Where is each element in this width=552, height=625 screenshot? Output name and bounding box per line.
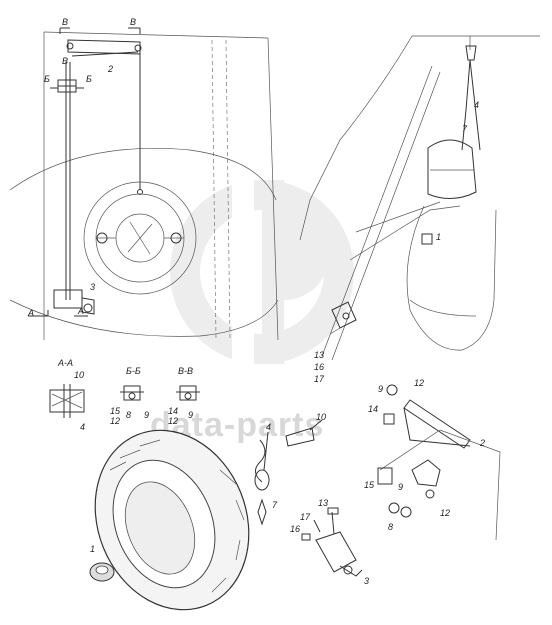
watermark-logo [170,180,354,364]
callout-1-top: 1 [436,232,441,242]
section-vv [176,385,200,401]
callout-15-bb: 15 [110,406,121,416]
callout-10-aa: 10 [74,370,84,380]
section-mark-b-right: Б [86,74,92,84]
callout-9-bb: 9 [144,410,149,420]
wheel-nut-1 [89,562,115,582]
section-bb [120,385,144,401]
rear-view [9,27,279,341]
side-view [299,35,540,361]
callout-4-aa: 4 [80,422,85,432]
callout-14-bracket: 14 [368,404,378,414]
callout-12-bracket-top: 12 [414,378,424,388]
callout-12-vv: 12 [168,416,178,426]
section-mark-a-left: А [27,308,34,318]
callout-4-cable: 4 [266,422,271,432]
callout-17-side: 17 [314,374,325,384]
callout-14-vv: 14 [168,406,178,416]
callout-3-left: 3 [90,282,95,292]
section-mark-b-left: Б [44,74,50,84]
callout-1-nut: 1 [90,544,95,554]
callout-2-bracket: 2 [479,438,485,448]
callout-4-top: 4 [474,100,479,110]
callout-16-lock: 16 [290,524,300,534]
callout-12-bb: 12 [110,416,120,426]
section-mark-v-left: В [62,17,68,27]
callout-9-bracket-bottom: 9 [398,482,403,492]
callout-2-top: 2 [107,64,113,74]
callout-9-bracket-top: 9 [378,384,383,394]
callout-7-hook: 7 [272,500,278,510]
callout-3-lock: 3 [364,576,369,586]
section-title-vv: В-В [178,366,193,376]
bracket-assembly [377,384,501,541]
cable-assembly [254,419,323,526]
callout-9-vv: 9 [188,410,193,420]
section-title-bb: Б-Б [126,366,141,376]
section-mark-a-right: А [77,306,84,316]
callout-17-lock: 17 [300,512,311,522]
section-mark-v-mid: В [62,56,68,66]
section-title-aa: А-А [57,358,73,368]
section-aa [49,384,85,418]
callout-13-lock: 13 [318,498,328,508]
callout-7-top: 7 [462,124,468,134]
callout-13-side: 13 [314,350,324,360]
section-mark-v-right: В [130,17,136,27]
callout-8-bb: 8 [126,410,131,420]
spare-tire [94,429,250,611]
callout-10-pin: 10 [316,412,326,422]
lock-mechanism [301,507,363,577]
callout-16-side: 16 [314,362,324,372]
callout-12-bracket-bottom: 12 [440,508,450,518]
callout-8-bracket: 8 [388,522,393,532]
callout-15-bracket: 15 [364,480,375,490]
